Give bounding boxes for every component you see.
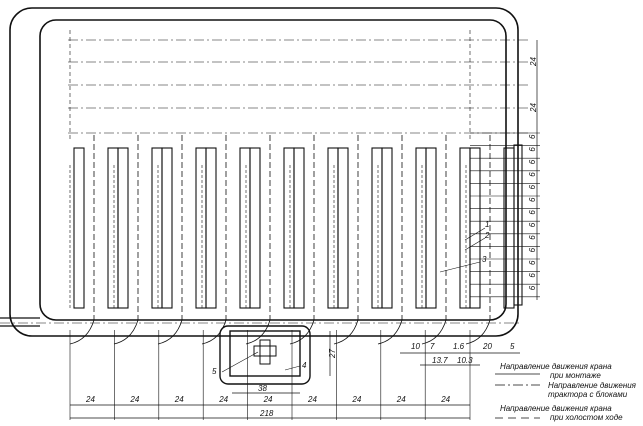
legend-text: трактора с блоками: [548, 390, 628, 399]
block-stack: [513, 144, 523, 306]
dim-label-6: 6: [528, 184, 537, 189]
dim-label-right: 10: [411, 342, 420, 351]
turn-path: [289, 319, 315, 345]
callout-4: 4: [302, 361, 307, 370]
dim-label-6: 6: [528, 197, 537, 202]
dim-label-pitch: 24: [85, 395, 95, 404]
block-stack: [161, 147, 173, 309]
dim-label-6: 6: [528, 235, 537, 240]
dim-label-6: 6: [528, 159, 537, 164]
total-length-label: 218: [259, 409, 274, 418]
dim-label-pitch: 24: [174, 395, 184, 404]
leader-2: [464, 237, 486, 251]
dim-label-pitch: 24: [218, 395, 228, 404]
leader-1: [464, 227, 486, 241]
turn-path: [421, 319, 447, 345]
turn-path: [377, 319, 403, 345]
dim-label-right-lower: 13.7: [432, 356, 448, 365]
block-stack: [381, 147, 393, 309]
legend-text: Направление движения крана: [500, 362, 612, 371]
block-stack: [459, 147, 471, 309]
dim-label-6: 6: [528, 285, 537, 290]
legend-text: Направление движения: [548, 381, 636, 390]
turn-path: [69, 319, 95, 345]
block-stack: [371, 147, 383, 309]
dim-label-24: 24: [529, 103, 538, 113]
dim-label-24: 24: [529, 57, 538, 67]
turn-path: [245, 319, 271, 345]
block-stack: [107, 147, 119, 309]
dim-label-right: 1.6: [453, 342, 465, 351]
block-stack: [151, 147, 163, 309]
callout-3: 3: [482, 255, 487, 264]
dim-label-6: 6: [528, 134, 537, 139]
dim-label-6: 6: [528, 147, 537, 152]
turn-path: [157, 319, 183, 345]
dim-label-pitch: 24: [396, 395, 406, 404]
dim-label-6: 6: [528, 172, 537, 177]
crane-base-cross: [253, 345, 277, 357]
block-stack: [73, 147, 85, 309]
callout-1: 1: [485, 220, 489, 229]
leader-5: [221, 351, 259, 373]
legend-text: Направление движения крана: [500, 404, 612, 413]
dim-label-pitch: 24: [129, 395, 139, 404]
leader-3: [439, 261, 481, 273]
legend-text: при холостом ходе: [550, 413, 623, 422]
pit-depth-label: 27: [328, 349, 337, 359]
pit-width-label: 38: [258, 384, 267, 393]
turn-path: [333, 319, 359, 345]
dim-label-pitch: 24: [263, 395, 273, 404]
turn-path: [201, 319, 227, 345]
turn-path: [113, 319, 139, 345]
dim-label-6: 6: [528, 210, 537, 215]
dim-label-6: 6: [528, 222, 537, 227]
legend-text: при монтаже: [550, 371, 601, 380]
block-stack: [293, 147, 305, 309]
dim-label-pitch: 24: [307, 395, 317, 404]
dim-label-right: 5: [510, 342, 515, 351]
dim-label-right-lower: 10.3: [457, 356, 473, 365]
block-stack: [239, 147, 251, 309]
block-stack: [415, 147, 427, 309]
pit-inner: [229, 330, 301, 377]
block-stack: [195, 147, 207, 309]
outer-crane-path: [9, 7, 519, 337]
block-stack: [469, 147, 481, 309]
crane-base: [259, 339, 271, 365]
block-stack: [327, 147, 339, 309]
dim-label-right: 7: [430, 342, 435, 351]
block-stack: [425, 147, 437, 309]
dim-label-pitch: 24: [351, 395, 361, 404]
inner-crane-path: [39, 19, 507, 321]
block-stack: [117, 147, 129, 309]
dim-label-6: 6: [528, 273, 537, 278]
block-stack: [337, 147, 349, 309]
dim-label-pitch: 24: [440, 395, 450, 404]
turn-path: [465, 319, 491, 345]
block-stack: [249, 147, 261, 309]
leader-4: [284, 365, 301, 371]
block-stack: [283, 147, 295, 309]
callout-5: 5: [212, 367, 217, 376]
block-stack: [205, 147, 217, 309]
pit-outline: [219, 325, 311, 385]
dim-label-right: 20: [482, 342, 492, 351]
callout-2: 2: [484, 231, 490, 240]
dim-label-6: 6: [528, 260, 537, 265]
dim-label-6: 6: [528, 247, 537, 252]
